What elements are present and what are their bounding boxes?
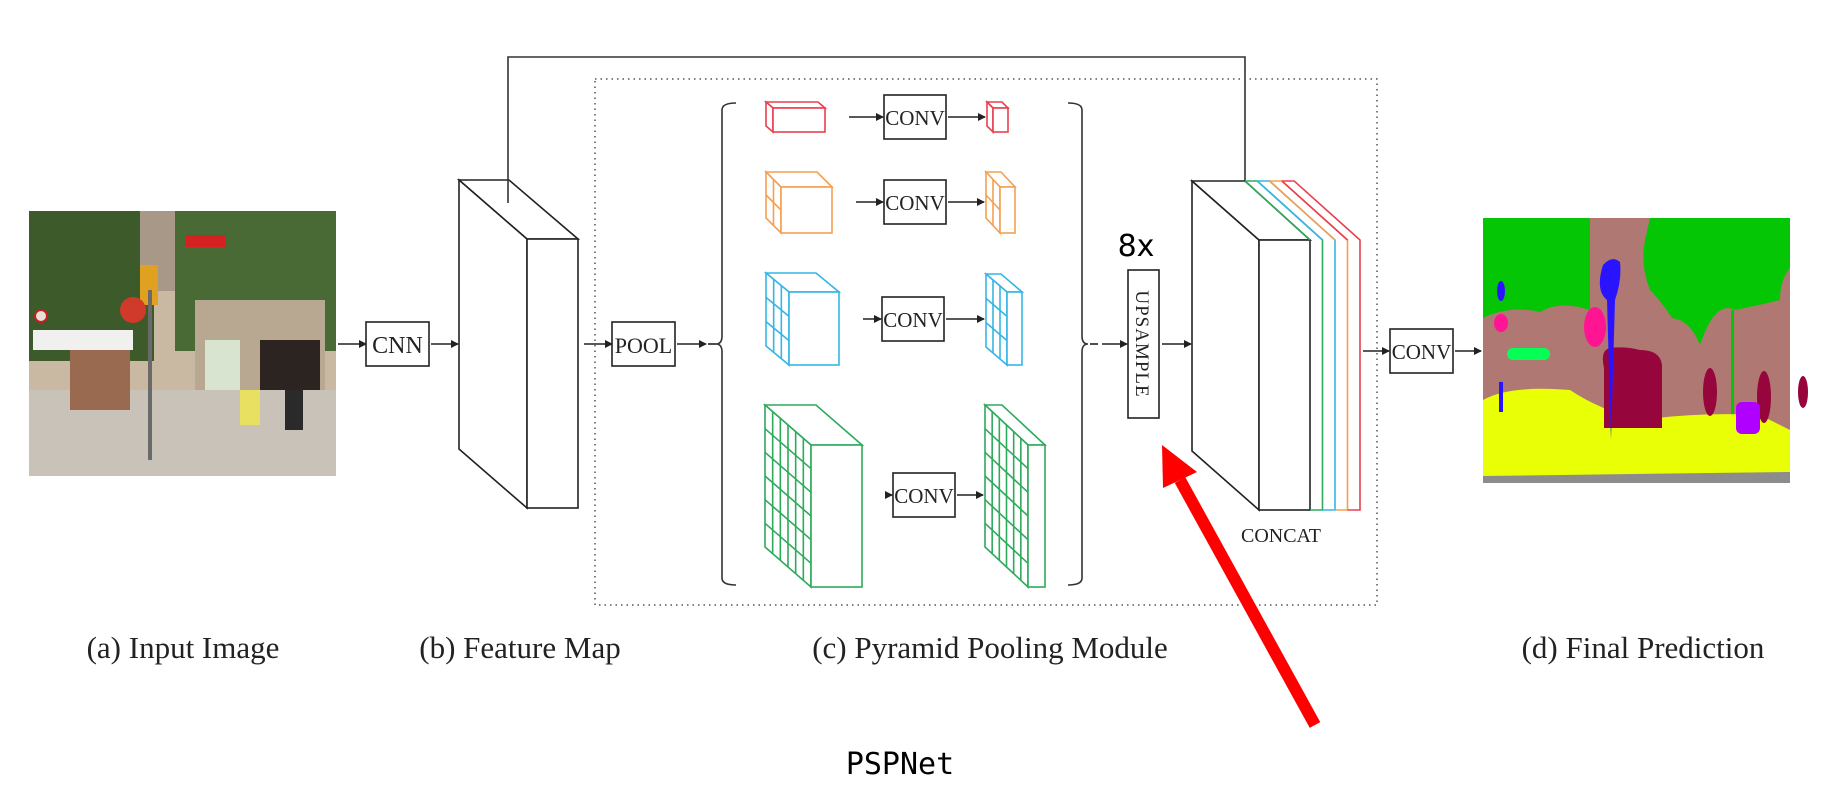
seg-pole-small [1499,382,1503,412]
seg-sign-small [1494,314,1508,332]
conv-output-level-2 [984,169,1017,236]
caption-input-image: (a) Input Image [87,630,280,665]
conv-label: CONV [885,106,945,130]
seg-plant [1507,348,1550,360]
conv-output-level-3 [983,272,1025,367]
pooled-feature-level-2 [764,170,834,235]
seg-person [1757,371,1771,423]
seg-bicycle [1736,402,1760,434]
caption-feature-map: (b) Feature Map [419,630,620,665]
caption-pyramid-pooling-module: (c) Pyramid Pooling Module [812,630,1168,665]
seg-tree-right [1643,218,1790,345]
pyramid-level-6: CONV [762,403,1048,589]
skip-connection-line [507,56,1245,205]
pyramid-levels: CONV CONV CONV CONV [762,94,1048,589]
seg-pole-small [1497,281,1505,301]
conv-label: CONV [885,191,945,215]
seg-sign [1584,307,1606,347]
pooled-feature-level-6 [762,403,865,589]
feature-map-block [456,178,581,510]
right-bracket [1067,102,1089,586]
conv-box-level-3: CONV [881,296,945,342]
pyramid-level-1: CONV [763,94,1010,140]
final-prediction-map [1483,218,1808,483]
pyramid-level-3: CONV [763,271,1025,367]
pool-box: POOL [611,321,676,367]
pooled-feature-level-3 [763,271,842,367]
pyramid-module-dotted-box [594,78,1378,606]
concat-label: CONCAT [1241,525,1321,547]
caption-final-prediction: (d) Final Prediction [1522,630,1765,665]
pyramid-level-2: CONV [764,169,1017,236]
seg-road [1483,388,1790,478]
conv-label: CONV [883,308,943,332]
upsample-factor-annotation: 8x [1118,229,1155,264]
cnn-label: CNN [372,333,423,359]
pooled-feature-level-1 [763,100,828,134]
seg-ground [1483,472,1790,483]
pool-label: POOL [615,333,672,358]
seg-person [1703,368,1717,416]
final-conv-box: CONV [1389,328,1454,374]
input-image [29,211,336,476]
seg-pole [1599,259,1621,440]
conv-label: CONV [894,484,954,508]
conv-box-level-6: CONV [892,472,956,518]
upsample-label: UPSAMPLE [1131,290,1152,397]
final-conv-label: CONV [1392,340,1452,364]
seg-tree-left [1483,218,1590,318]
concat-slab-level-1 [1281,180,1361,511]
concat-front-face [1258,239,1311,511]
seg-person [1798,376,1808,408]
cnn-box: CNN [365,321,430,367]
conv-box-level-1: CONV [883,94,947,140]
diagram-title: PSPNet [846,747,954,782]
left-bracket [715,102,737,586]
red-pointer-arrow [1162,445,1321,728]
conv-box-level-2: CONV [883,179,947,225]
conv-output-level-6 [982,403,1048,589]
seg-tree-trunk [1731,310,1734,440]
upsample-box: UPSAMPLE [1127,269,1160,419]
concat-block [1189,179,1361,512]
seg-people-group [1602,347,1662,428]
conv-output-level-1 [985,100,1010,134]
